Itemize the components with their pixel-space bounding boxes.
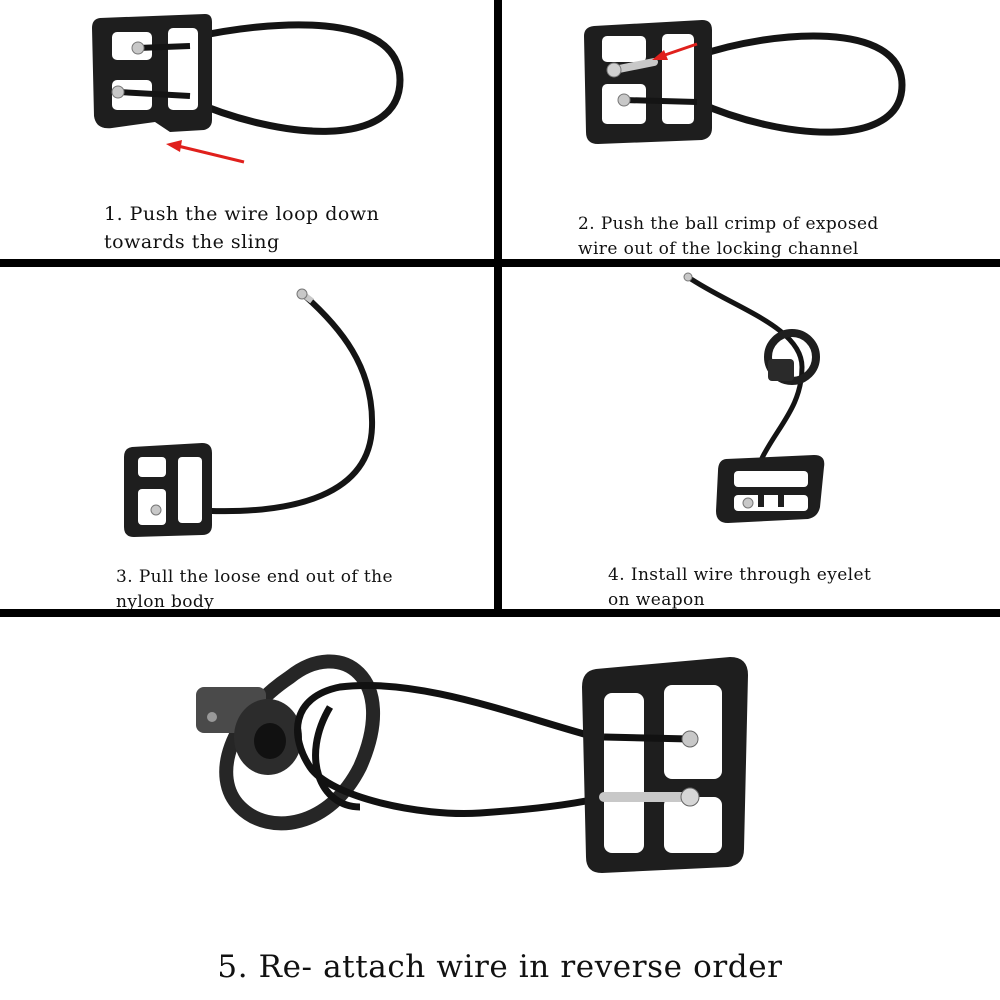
ball-crimp-upper xyxy=(131,41,145,55)
buckle-tooth-2 xyxy=(778,495,784,507)
wire xyxy=(685,274,805,490)
wire-loop-back xyxy=(312,705,361,811)
red-arrow xyxy=(661,42,698,58)
crimp-upper xyxy=(137,43,191,51)
divider-horizontal-top xyxy=(0,259,1000,267)
buckle-slot-upper xyxy=(602,36,646,62)
ball-crimp-lower xyxy=(680,787,700,807)
buckle-slot-lower-right xyxy=(664,797,722,853)
buckle-slot-upper xyxy=(138,457,166,477)
ball-crimp-upper xyxy=(681,730,699,748)
step-1-line-1: 1. Push the wire loop down xyxy=(104,203,380,225)
crimp-lower xyxy=(623,97,698,105)
step-1-panel: 1. Push the wire loop down towards the s… xyxy=(0,0,494,259)
buckle-slot-left xyxy=(604,693,644,853)
step-2-line-1: 2. Push the ball crimp of exposed xyxy=(578,214,879,234)
step-2-panel: 2. Push the ball crimp of exposed wire o… xyxy=(502,0,1000,259)
wire-loop xyxy=(294,681,609,817)
sling-swivel-button xyxy=(207,712,217,722)
step-2-line-2: wire out of the locking channel xyxy=(578,239,859,259)
step-4-caption: 4. Install wire through eyelet on weapon xyxy=(608,563,871,609)
step-3-line-2: nylon body xyxy=(116,592,215,609)
step-3-caption: 3. Pull the loose end out of the nylon b… xyxy=(116,565,393,609)
step-4-line-1: 4. Install wire through eyelet xyxy=(608,565,872,585)
ball-crimp xyxy=(742,497,754,509)
red-arrow-head xyxy=(652,50,668,60)
buckle-slot-right xyxy=(178,457,202,523)
step-1-line-2: towards the sling xyxy=(104,231,280,253)
ball-crimp-lower xyxy=(617,93,631,107)
wire-loop xyxy=(693,32,906,136)
ball-crimp-lower xyxy=(111,85,125,99)
buckle-tooth-1 xyxy=(758,495,764,507)
ball-crimp-upper xyxy=(606,62,622,78)
step-2-caption: 2. Push the ball crimp of exposed wire o… xyxy=(578,212,879,259)
buckle-slot-lower xyxy=(734,495,808,511)
step-4-panel: 4. Install wire through eyelet on weapon xyxy=(502,267,1000,609)
crimp-upper xyxy=(603,733,691,743)
sling-swivel-ring xyxy=(219,654,380,831)
step-1-photo xyxy=(92,14,404,164)
sling-swivel-body xyxy=(768,359,794,381)
buckle-slot-upper xyxy=(734,471,808,487)
red-arrow xyxy=(177,144,245,164)
step-1-caption: 1. Push the wire loop down towards the s… xyxy=(104,200,379,256)
ball-crimp-tip xyxy=(296,288,308,300)
step-5-panel: 5. Re- attach wire in reverse order xyxy=(0,617,1000,1000)
buckle xyxy=(716,455,825,523)
ball-crimp-tip xyxy=(683,272,693,282)
crimp-lower xyxy=(117,89,191,99)
step-3-line-1: 3. Pull the loose end out of the xyxy=(116,567,393,587)
red-arrow-head xyxy=(166,140,182,152)
sling-swivel-ring xyxy=(764,329,820,385)
step-3-photo xyxy=(124,288,376,537)
step-4-photo xyxy=(683,272,825,523)
step-5-caption: 5. Re- attach wire in reverse order xyxy=(0,947,1000,987)
divider-horizontal-bottom xyxy=(0,609,1000,617)
step-2-photo xyxy=(584,20,906,144)
step-4-line-2: on weapon xyxy=(608,590,706,609)
ball-crimp xyxy=(150,504,162,516)
sling-swivel-hole xyxy=(254,723,286,759)
step-5-line-1: 5. Re- attach wire in reverse order xyxy=(217,949,783,985)
loose-wire xyxy=(187,292,376,515)
step-3-panel: 3. Pull the loose end out of the nylon b… xyxy=(0,267,494,609)
step-5-photo xyxy=(196,654,748,873)
wire-loop xyxy=(186,21,404,135)
divider-vertical-top xyxy=(494,0,502,615)
